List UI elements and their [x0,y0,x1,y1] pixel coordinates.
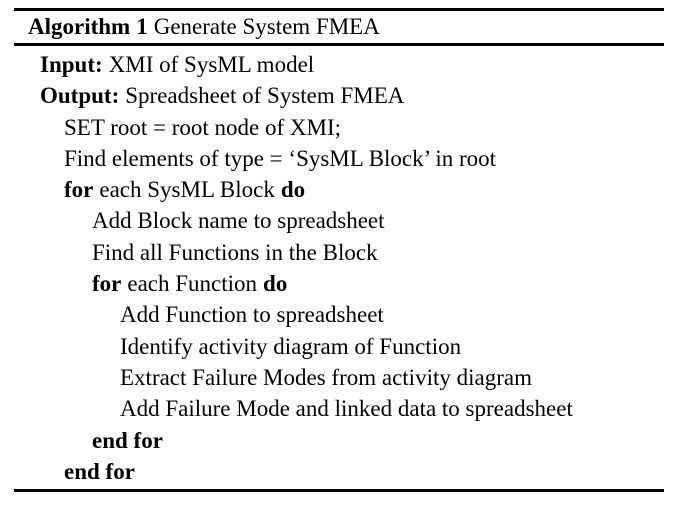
algorithm-text-find-blocks: Find elements of type = ‘SysML Block’ in… [64,145,497,171]
algorithm-keyword-for-function: for [92,271,122,297]
algorithm-text-output: Spreadsheet of System FMEA [125,83,405,109]
algorithm-line-identify-activity-diagram: Identify activity diagram of Function [14,331,664,362]
algorithm-number: 1 [136,14,148,39]
algorithm-keyword-end-for-outer: end for [64,458,135,484]
algorithm-line-set-root: SET root = root node of XMI; [14,112,664,143]
algorithm-line-input: Input:XMI of SysML model [14,49,664,80]
algorithm-text-add-function: Add Function to spreadsheet [120,302,384,328]
algorithm-text-set-root: SET root = root node of XMI; [64,114,342,140]
algorithm-text-add-block-name: Add Block name to spreadsheet [92,208,385,234]
algorithm-line-find-functions: Find all Functions in the Block [14,237,664,268]
algorithm-text-input: XMI of SysML model [108,52,315,77]
algorithm-keyword-for-block: for [64,177,94,203]
algorithm-line-find-blocks: Find elements of type = ‘SysML Block’ in… [14,143,664,174]
algorithm-line-end-for-inner: end for [14,425,664,456]
algorithm-line-extract-failure-modes: Extract Failure Modes from activity diag… [14,362,664,393]
algorithm-keyword-do-for-function: do [263,271,288,297]
algorithm-keyword-do-for-block: do [280,177,306,203]
algorithm-keyword-end-for-inner: end for [92,427,163,453]
algorithm-bottom-rule [14,489,664,492]
algorithm-text-add-failure-mode: Add Failure Mode and linked data to spre… [120,396,573,422]
algorithm-text-for-block: each SysML Block [99,177,275,203]
algorithm-title-text: Generate System FMEA [153,14,380,39]
algorithm-line-end-for-outer: end for [14,456,664,487]
algorithm-line-add-function: Add Function to spreadsheet [14,299,664,330]
algorithm-text-find-functions: Find all Functions in the Block [92,239,378,265]
algorithm-keyword: Algorithm [28,14,131,39]
algorithm-keyword-output: Output: [40,83,120,109]
algorithm-top-rule [14,8,664,11]
algorithm-line-add-failure-mode: Add Failure Mode and linked data to spre… [14,393,664,424]
algorithm-line-output: Output:Spreadsheet of System FMEA [14,80,664,111]
algorithm-line-add-block-name: Add Block name to spreadsheet [14,205,664,236]
algorithm-text-identify-activity-diagram: Identify activity diagram of Function [120,333,462,359]
algorithm-text-for-function: each Function [127,271,258,297]
algorithm-keyword-input: Input: [40,52,103,77]
algorithm-text-extract-failure-modes: Extract Failure Modes from activity diag… [120,364,532,390]
algorithm-caption-rule [14,43,664,46]
